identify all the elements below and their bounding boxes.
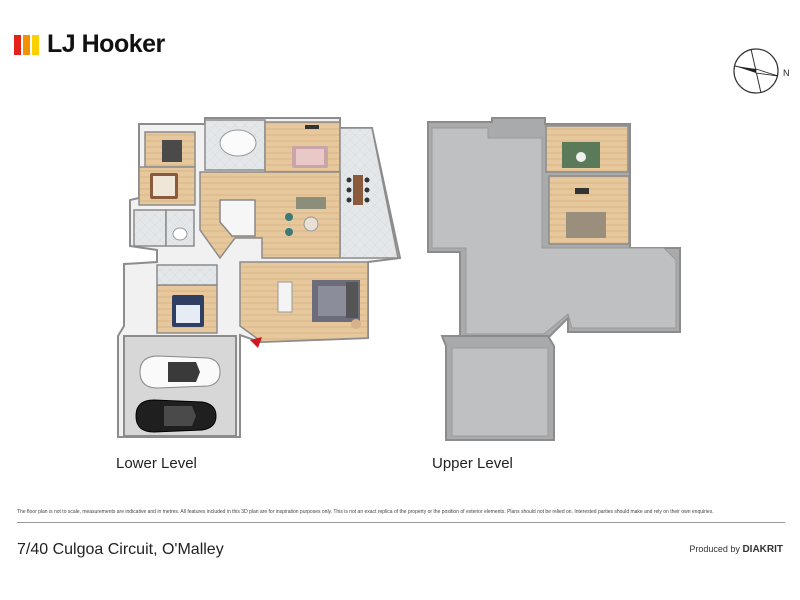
upper-level-label: Upper Level: [432, 455, 513, 472]
car-white: [139, 355, 221, 389]
disclaimer-text: The floor plan is not to scale, measurem…: [17, 509, 714, 515]
logo-text: LJ Hooker: [47, 30, 165, 58]
entry-marker: [250, 337, 262, 348]
compass-north-label: N: [783, 68, 790, 78]
property-address: 7/40 Culgoa Circuit, O'Malley: [17, 541, 224, 558]
lower-level-plan: [117, 117, 402, 438]
lj-hooker-logo: LJ Hooker: [14, 30, 165, 59]
bathroom-3: [156, 264, 218, 286]
sofa-family: [296, 197, 326, 209]
produced-by-credit: Produced by DIAKRIT: [689, 544, 783, 555]
footer-divider: [17, 522, 785, 523]
car-black: [135, 399, 217, 433]
lower-level-label: Lower Level: [116, 455, 197, 472]
compass-icon: N: [733, 48, 790, 94]
floor-plan-diagram: [117, 117, 681, 441]
dining-table: [277, 281, 293, 313]
produced-by-prefix: Produced by: [689, 544, 740, 554]
logo-mark-icon: [14, 34, 39, 55]
produced-by-name: DIAKRIT: [742, 544, 783, 555]
kitchen-island: [219, 199, 256, 237]
upper-level-plan: [427, 117, 681, 441]
laundry: [133, 209, 167, 247]
courtyard: [339, 127, 399, 259]
